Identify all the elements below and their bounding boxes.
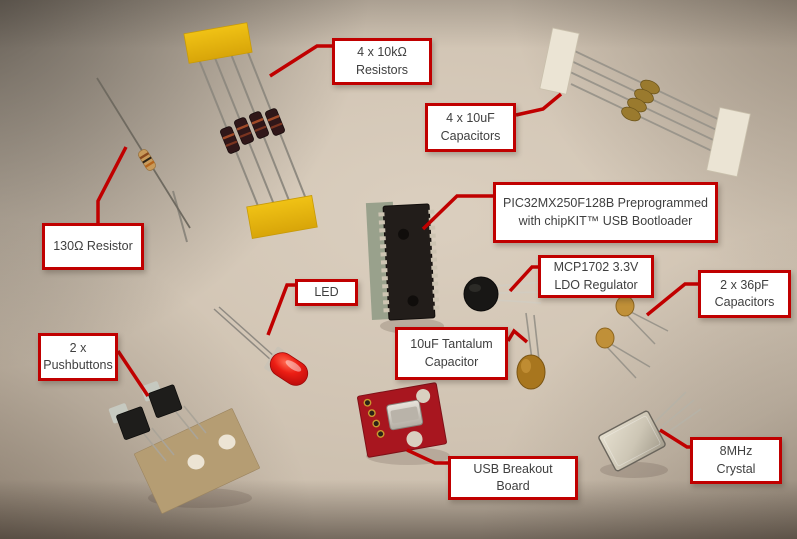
leader-resistors-10k <box>269 44 332 78</box>
yellow-tape-bottom <box>246 195 318 239</box>
pic32-chip <box>365 201 440 321</box>
leader-caps-36pf <box>645 282 699 317</box>
leader-pushbuttons <box>116 350 150 397</box>
tantalum-capacitor <box>516 312 546 390</box>
cardboard-hole <box>187 454 205 470</box>
stray-lead <box>172 190 188 243</box>
callout-mcp1702: MCP1702 3.3V LDO Regulator <box>538 255 654 298</box>
callout-resistor-130: 130Ω Resistor <box>42 223 144 270</box>
resistor-body <box>234 117 254 145</box>
resistor-body <box>265 108 285 136</box>
mcp1702-regulator <box>463 276 546 312</box>
callout-usb-breakout: USB Breakout Board <box>448 456 578 500</box>
resistor-body <box>220 126 240 154</box>
resistors-10k-assembly <box>172 22 318 243</box>
resistor-130 <box>96 77 191 229</box>
leader-tantalum <box>506 328 529 344</box>
leader-lines <box>96 44 699 465</box>
crystal-shadow <box>600 462 668 478</box>
yellow-tape-top <box>183 22 253 64</box>
cardboard-hole <box>218 434 236 450</box>
caps-10uf-assembly <box>539 27 751 178</box>
usb-breakout-board <box>357 382 447 458</box>
crystal-8mhz <box>598 391 702 472</box>
caps-36pf <box>595 295 669 379</box>
callout-pic32: PIC32MX250F128B Preprogrammed with chipK… <box>493 182 718 243</box>
callout-resistors-10k: 4 x 10kΩ Resistors <box>332 38 432 85</box>
leader-caps-10uf <box>515 92 563 117</box>
led <box>213 306 309 386</box>
cap-blob <box>621 106 641 122</box>
leader-pic32 <box>421 194 493 231</box>
resistor-body <box>249 111 269 139</box>
leader-crystal <box>659 428 691 449</box>
white-tape-right <box>706 107 751 178</box>
leader-resistor-130 <box>96 146 128 223</box>
leader-led <box>266 283 295 336</box>
callout-crystal: 8MHz Crystal <box>690 437 782 484</box>
callout-pushbuttons: 2 x Pushbuttons <box>38 333 118 381</box>
callout-tantalum: 10uF Tantalum Capacitor <box>395 327 508 380</box>
white-tape-left <box>539 27 580 95</box>
callout-caps-36pf: 2 x 36pF Capacitors <box>698 270 791 318</box>
leader-usb-breakout <box>406 448 449 465</box>
leader-mcp1702 <box>508 265 539 293</box>
pushbutton <box>108 403 151 440</box>
callout-caps-10uf: 4 x 10uF Capacitors <box>425 103 516 152</box>
callout-led: LED <box>295 279 358 306</box>
